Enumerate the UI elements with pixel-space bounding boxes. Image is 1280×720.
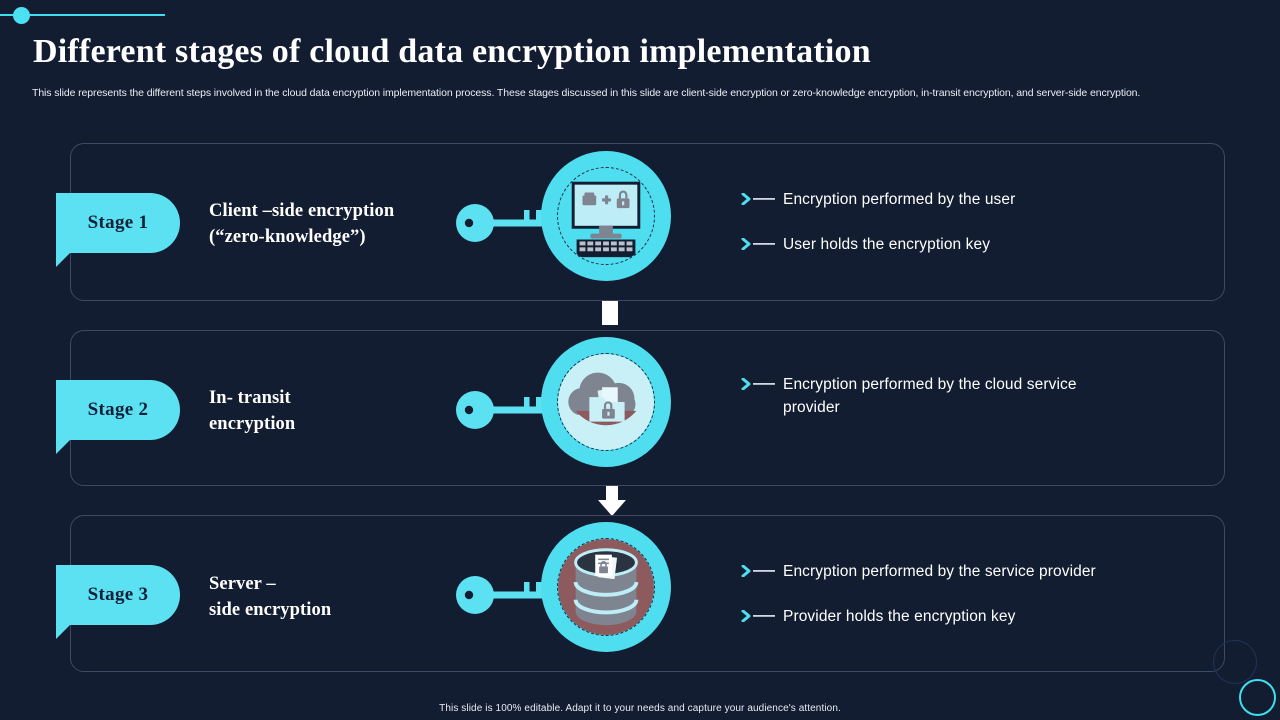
bullet-text: User holds the encryption key (783, 236, 991, 253)
bullet-text: Provider holds the encryption key (783, 608, 1016, 625)
key-icon (456, 204, 548, 242)
footer-note: This slide is 100% editable. Adapt it to… (439, 703, 841, 714)
stage-title-1: Client –side encryption (“zero-knowledge… (209, 198, 394, 250)
decorative-dot-icon (13, 7, 30, 24)
corner-ring-icon (1239, 679, 1276, 716)
stage-badge-3: Stage 3 (56, 565, 180, 639)
badge-tail (56, 253, 70, 267)
stage-bullets-2: Encryption performed by the cloud servic… (741, 331, 1201, 485)
stage-icon-medallion-2 (541, 337, 671, 467)
bullet-item: Encryption performed by the user (741, 188, 1201, 211)
chevron-dash-icon (741, 188, 783, 210)
chevron-dash-icon (741, 605, 783, 627)
desktop-lock-icon (571, 181, 641, 258)
down-arrow-icon (598, 486, 626, 516)
stage-title-line1: Client –side encryption (209, 201, 395, 221)
stage-badge-1: Stage 1 (56, 193, 180, 267)
bullet-text: Encryption performed by the user (783, 191, 1016, 208)
down-arrow-icon (602, 301, 618, 325)
bullet-item: Encryption performed by the service prov… (741, 560, 1201, 583)
bullet-item: Encryption performed by the cloud servic… (741, 373, 1201, 419)
stage-title-line1: In- transit (209, 388, 291, 408)
key-icon (456, 576, 548, 614)
stage-title-2: In- transit encryption (209, 385, 295, 437)
stage-title-line2: (“zero-knowledge”) (209, 227, 366, 247)
bullet-text: Encryption performed by the service prov… (783, 563, 1096, 580)
page-title: Different stages of cloud data encryptio… (33, 33, 871, 70)
badge-tail (56, 625, 70, 639)
cloud-folder-lock-icon (558, 354, 654, 450)
stage-bullets-3: Encryption performed by the service prov… (741, 516, 1201, 671)
bullet-text: Encryption performed by the cloud servic… (783, 376, 1077, 416)
database-documents-icon (558, 539, 654, 635)
stage-card-2[interactable]: Stage 2 In- transit encryption (56, 330, 1225, 486)
key-icon (456, 391, 548, 429)
stage-badge-label: Stage 2 (87, 399, 149, 420)
page-subtitle: This slide represents the different step… (32, 87, 1141, 99)
stage-title-line2: encryption (209, 414, 296, 434)
bullet-item: Provider holds the encryption key (741, 605, 1201, 628)
decorative-line (0, 14, 165, 16)
stage-icon-medallion-3 (541, 522, 671, 652)
stage-title-line2: side encryption (209, 600, 332, 620)
chevron-dash-icon (741, 373, 783, 395)
stage-bullets-1: Encryption performed by the user User ho… (741, 144, 1201, 300)
stage-card-1[interactable]: Stage 1 Client –side encryption (“zero-k… (56, 143, 1225, 301)
stage-badge-label: Stage 1 (87, 212, 149, 233)
corner-ring-dark-icon (1213, 640, 1257, 684)
stage-title-3: Server – side encryption (209, 571, 331, 623)
badge-tail (56, 440, 70, 454)
stage-badge-label: Stage 3 (87, 584, 149, 605)
chevron-dash-icon (741, 233, 783, 255)
stage-title-line1: Server – (209, 574, 276, 594)
chevron-dash-icon (741, 560, 783, 582)
stage-card-3[interactable]: Stage 3 Server – side encryption (56, 515, 1225, 672)
stage-icon-medallion-1 (541, 151, 671, 281)
bullet-item: User holds the encryption key (741, 233, 1201, 256)
stage-badge-2: Stage 2 (56, 380, 180, 454)
